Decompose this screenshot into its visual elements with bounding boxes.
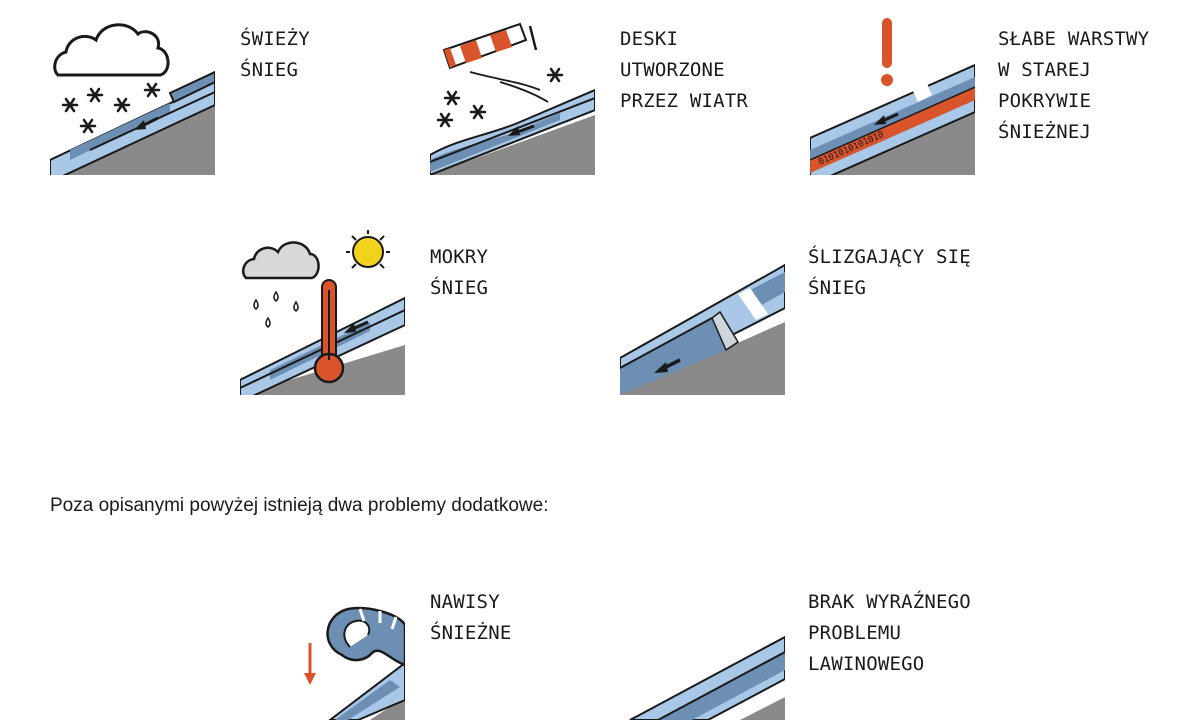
cornice-icon [304,606,405,720]
label-line: POKRYWIE [998,90,1092,112]
problem-wet-snow: MOKRY ŚNIEG [240,230,580,400]
glide-crack-icon [620,263,785,395]
label-line: DESKI [620,28,679,50]
additional-problems-intro: Poza opisanymi powyżej istnieją dwa prob… [50,495,549,516]
label-line: ŚNIEG [808,277,867,299]
label-line: BRAK WYRAŹNEGO [808,591,971,613]
plain-slope-icon [629,635,785,720]
problem-label: ŚLIZGAJĄCY SIĘ ŚNIEG [808,242,971,304]
label-line: PROBLEMU [808,622,902,644]
problem-label: SŁABE WARSTWY W STAREJ POKRYWIE ŚNIEŻNEJ [998,24,1149,148]
problem-label: NAWISY ŚNIEŻNE [430,587,511,649]
exclamation-icon: 0101010101010 [810,18,975,175]
label-line: ŚNIEG [240,59,299,81]
label-line: UTWORZONE [620,59,725,81]
problem-label: BRAK WYRAŹNEGO PROBLEMU LAWINOWEGO [808,587,971,680]
label-line: ŚNIEŻNEJ [998,121,1092,143]
windsock-icon [430,22,595,175]
thermometer-sun-icon [240,230,405,395]
label-line: ŚWIEŻY [240,28,310,50]
problem-cornices: NAWISY ŚNIEŻNE [240,575,580,720]
label-line: ŚNIEŻNE [430,622,512,644]
problem-wind-slab: DESKI UTWORZONE PRZEZ WIATR [430,10,760,180]
label-line: PRZEZ WIATR [620,90,749,112]
fresh-snow-icon [50,23,215,175]
label-line: ŚNIEG [430,277,489,299]
problem-label: ŚWIEŻY ŚNIEG [240,24,310,86]
problem-weak-layers: 0101010101010 SŁABE WARSTWY W STAREJ POK… [810,10,1200,180]
label-line: SŁABE WARSTWY [998,28,1150,50]
label-line: NAWISY [430,591,500,613]
label-line: MOKRY [430,246,489,268]
problem-label: DESKI UTWORZONE PRZEZ WIATR [620,24,748,117]
label-line: LAWINOWEGO [808,653,925,675]
problem-no-problem: BRAK WYRAŹNEGO PROBLEMU LAWINOWEGO [620,575,1020,720]
label-line: W STAREJ [998,59,1092,81]
problem-gliding-snow: ŚLIZGAJĄCY SIĘ ŚNIEG [620,230,1000,400]
problem-label: MOKRY ŚNIEG [430,242,488,304]
label-line: ŚLIZGAJĄCY SIĘ [808,246,971,268]
problem-fresh-snow: ŚWIEŻY ŚNIEG [50,10,370,180]
